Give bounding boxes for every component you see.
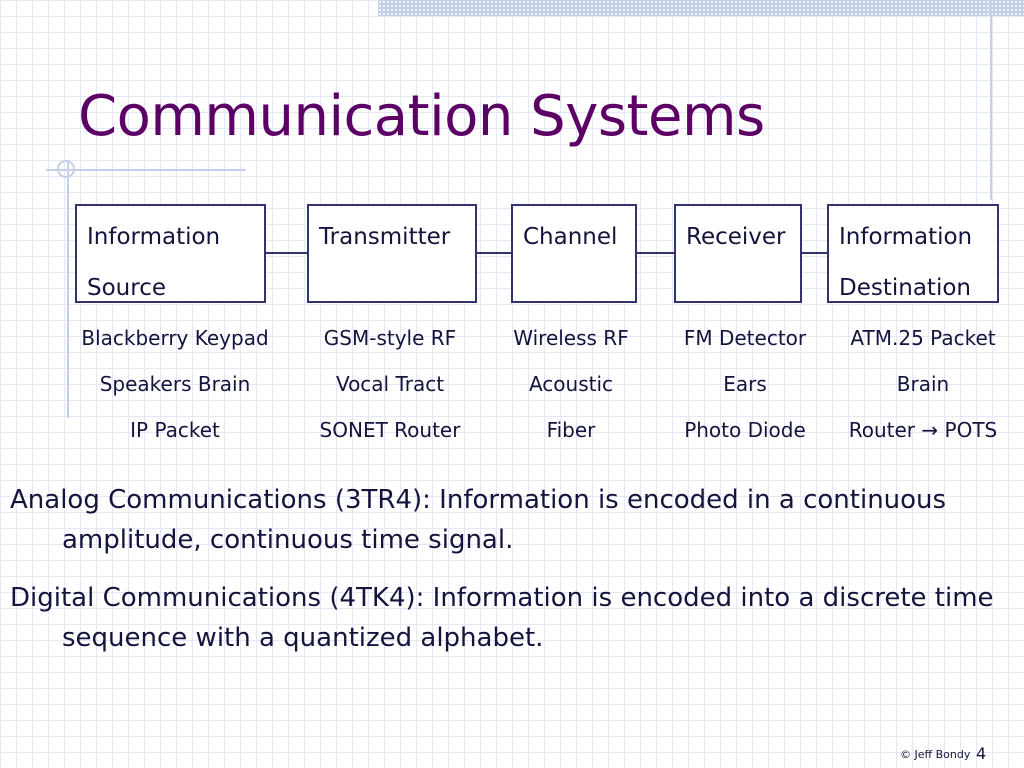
decorative-horizontal-line: [46, 169, 246, 171]
example-pots-label: POTS: [944, 418, 998, 442]
example-item: Wireless RF: [513, 326, 629, 350]
block-label-line1: Channel: [523, 224, 618, 250]
decorative-top-band: [378, 0, 1024, 16]
connector-line: [802, 252, 827, 254]
example-item: Fiber: [546, 418, 596, 442]
examples-receiver: FM Detector Ears Photo Diode: [666, 322, 824, 460]
block-label-line1: Receiver: [686, 224, 786, 250]
examples-destination: ATM.25 Packet Brain Router → POTS: [828, 322, 1018, 460]
example-item: Blackberry Keypad: [81, 326, 269, 350]
example-item: SONET Router: [319, 418, 461, 442]
example-item: FM Detector: [683, 326, 807, 350]
block-label-line1: Information: [87, 224, 221, 250]
examples-transmitter: GSM-style RF Vocal Tract SONET Router: [300, 322, 480, 460]
example-item: Speakers Brain: [99, 372, 251, 396]
connector-line: [477, 252, 511, 254]
block-label-line2: Source: [87, 275, 166, 301]
block-label-line2: Destination: [839, 275, 971, 301]
block-channel: Channel: [511, 204, 637, 303]
bullet-list: Analog Communications (3TR4): Informatio…: [10, 480, 1000, 676]
block-label-line1: Information: [839, 224, 973, 250]
example-router-label: Router: [848, 418, 916, 442]
bullet-analog: Analog Communications (3TR4): Informatio…: [10, 485, 947, 555]
example-item: IP Packet: [130, 418, 220, 442]
block-information-source: Information Source: [75, 204, 266, 303]
page-number: 4: [976, 744, 987, 763]
example-item: Acoustic: [528, 372, 614, 396]
example-item-router-pots: Router → POTS: [828, 414, 1018, 460]
examples-channel: Wireless RF Acoustic Fiber: [496, 322, 646, 460]
examples-source: Blackberry Keypad Speakers Brain IP Pack…: [66, 322, 284, 460]
connector-line: [637, 252, 674, 254]
arrow-right-icon: →: [921, 418, 939, 442]
bullet-digital: Digital Communications (4TK4): Informati…: [10, 583, 994, 653]
block-receiver: Receiver: [674, 204, 802, 303]
slide-title: Communication Systems: [78, 84, 765, 149]
example-item: ATM.25 Packet: [850, 326, 996, 350]
example-item: Ears: [723, 372, 767, 396]
block-transmitter: Transmitter: [307, 204, 477, 303]
example-item: GSM-style RF: [323, 326, 457, 350]
example-item: Brain: [896, 372, 950, 396]
block-label-line1: Transmitter: [319, 224, 451, 250]
example-item: Vocal Tract: [335, 372, 445, 396]
connector-line: [266, 252, 307, 254]
decorative-vertical-line-left: [67, 160, 69, 418]
decorative-crosshair-circle: [57, 160, 75, 178]
block-information-destination: Information Destination: [827, 204, 999, 303]
example-item: Photo Diode: [684, 418, 806, 442]
footer-copyright: © Jeff Bondy: [900, 748, 971, 761]
decorative-vertical-line-right: [990, 0, 992, 200]
